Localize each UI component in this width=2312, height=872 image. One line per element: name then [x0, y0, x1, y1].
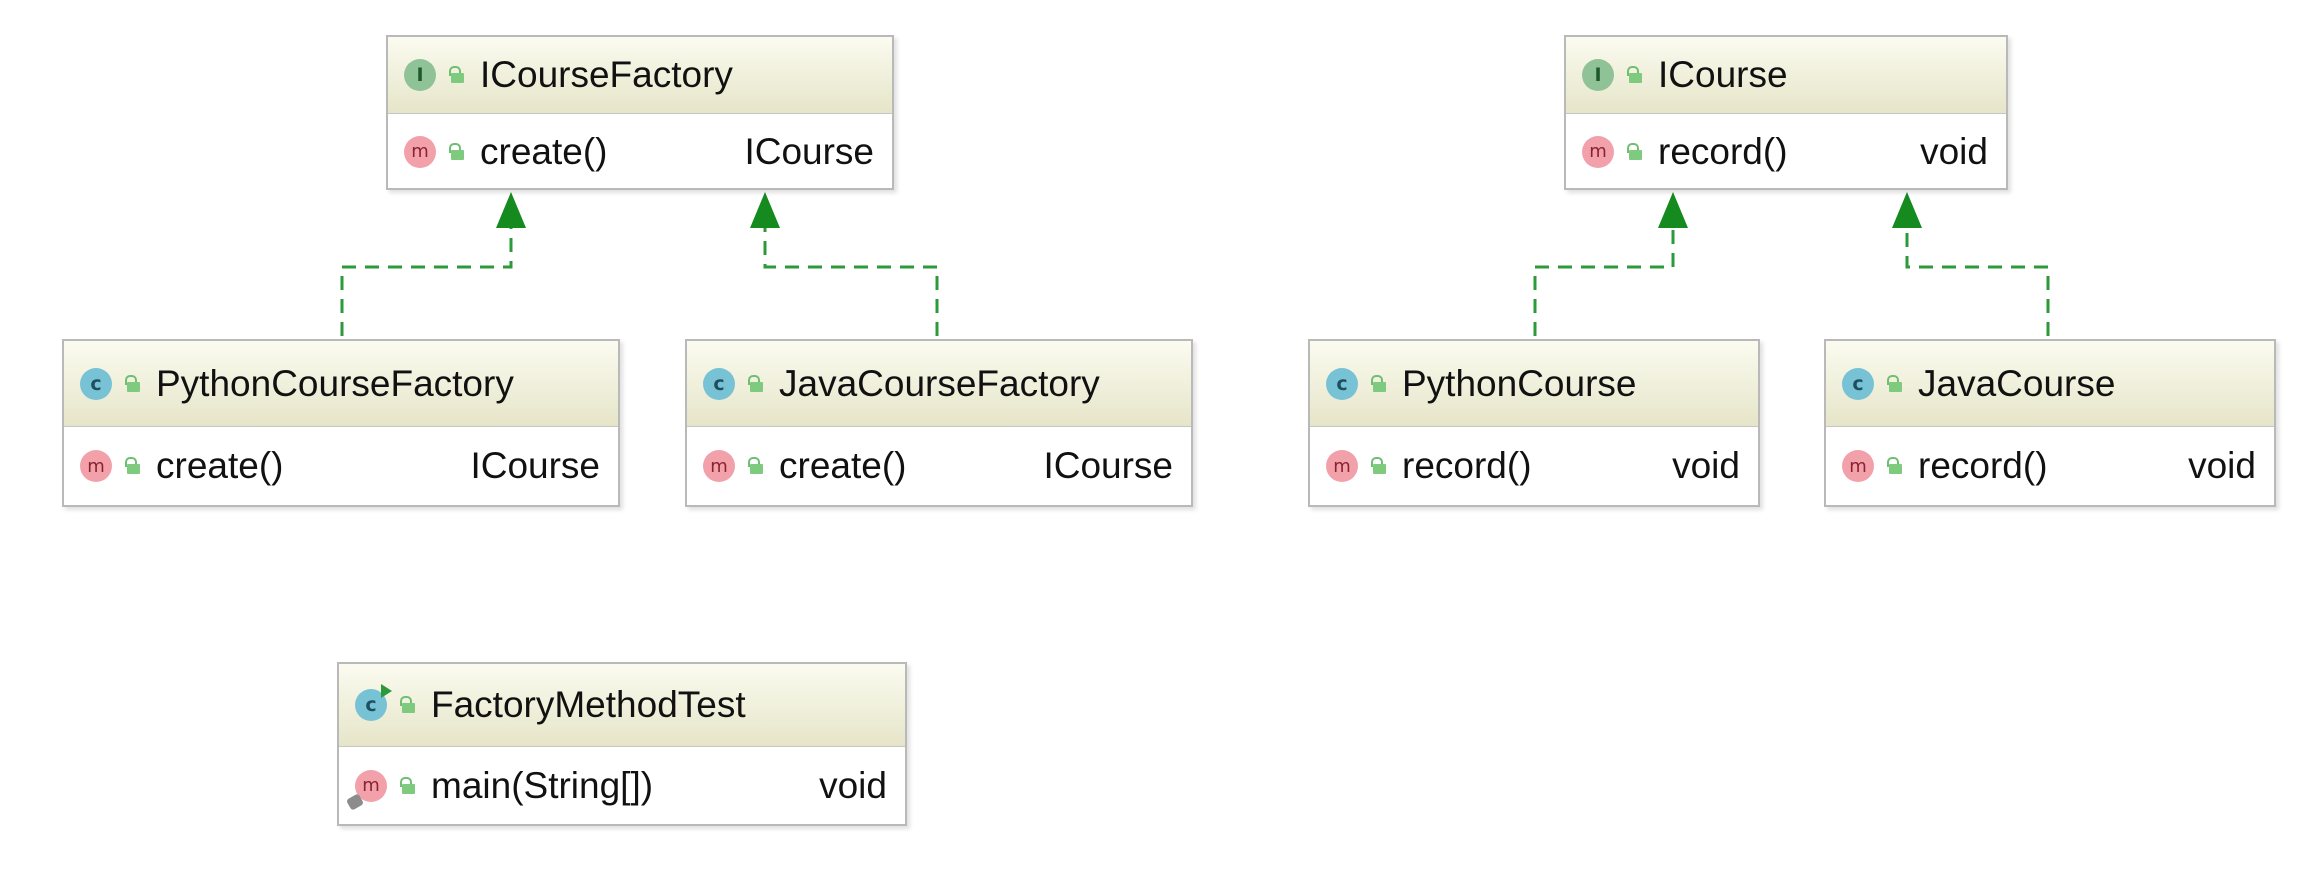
- class-box-java-course-factory[interactable]: c JavaCourseFactory m create() ICourse: [685, 339, 1193, 507]
- arrowhead-icourse-factory-right: [750, 192, 780, 228]
- class-name: ICourse: [1658, 54, 1788, 95]
- method-name: create(): [156, 445, 284, 486]
- public-visibility-icon: [747, 374, 763, 394]
- public-visibility-icon: [124, 374, 140, 394]
- return-type: ICourse: [744, 130, 874, 172]
- class-header: c PythonCourse: [1310, 341, 1758, 427]
- return-type: ICourse: [1043, 445, 1173, 486]
- class-header: c JavaCourseFactory: [687, 341, 1191, 427]
- method-icon: m: [404, 135, 436, 168]
- return-type: void: [1920, 130, 1988, 172]
- class-header: I ICourse: [1566, 37, 2006, 114]
- public-visibility-icon: [1626, 65, 1642, 85]
- method-name: create(): [779, 445, 907, 486]
- method-row[interactable]: m record() void: [1566, 114, 2006, 189]
- class-icon: c: [80, 367, 112, 400]
- public-visibility-icon: [124, 456, 140, 476]
- class-name: JavaCourse: [1918, 362, 2116, 404]
- static-method-icon: m: [345, 769, 387, 811]
- class-name: JavaCourseFactory: [779, 362, 1100, 404]
- class-header: c JavaCourse: [1826, 341, 2274, 427]
- class-header: I ICourseFactory: [388, 37, 892, 114]
- class-box-python-course[interactable]: c PythonCourse m record() void: [1308, 339, 1760, 507]
- return-type: void: [819, 764, 887, 806]
- method-row[interactable]: m create() ICourse: [687, 427, 1191, 505]
- return-type: void: [1672, 445, 1740, 486]
- public-visibility-icon: [1886, 374, 1902, 394]
- class-name: PythonCourseFactory: [156, 362, 514, 404]
- method-icon: m: [1842, 450, 1874, 482]
- relation-java-course-factory-implements-icourse-factory: [763, 226, 939, 336]
- class-name: FactoryMethodTest: [431, 684, 746, 725]
- relation-python-course-implements-icourse: [1533, 226, 1675, 336]
- public-visibility-icon: [1370, 374, 1386, 394]
- method-icon-letter: m: [362, 775, 380, 796]
- method-icon: m: [1326, 450, 1358, 482]
- relation-java-course-implements-icourse: [1905, 226, 2050, 336]
- method-icon: m: [1582, 135, 1614, 168]
- public-visibility-icon: [1370, 456, 1386, 476]
- class-box-factory-method-test[interactable]: c FactoryMethodTest m main(String[]) voi…: [337, 662, 907, 826]
- method-name: create(): [480, 130, 608, 172]
- arrowhead-icourse-left: [1658, 192, 1688, 228]
- method-name: main(String[]): [431, 764, 654, 806]
- interface-icon: I: [1582, 59, 1614, 91]
- return-type: void: [2188, 445, 2256, 486]
- method-name: record(): [1402, 445, 1532, 486]
- class-box-python-course-factory[interactable]: c PythonCourseFactory m create() ICourse: [62, 339, 620, 507]
- class-icon: c: [1842, 367, 1874, 400]
- method-row[interactable]: m create() ICourse: [64, 427, 618, 505]
- method-name: record(): [1658, 130, 1788, 172]
- arrowhead-icourse-right: [1892, 192, 1922, 228]
- method-row[interactable]: m create() ICourse: [388, 114, 892, 189]
- public-visibility-icon: [448, 65, 464, 85]
- interface-icon: I: [404, 59, 436, 91]
- public-visibility-icon: [399, 695, 415, 715]
- public-visibility-icon: [747, 456, 763, 476]
- class-box-java-course[interactable]: c JavaCourse m record() void: [1824, 339, 2276, 507]
- class-header: c FactoryMethodTest: [339, 664, 905, 747]
- runnable-class-icon: c: [355, 684, 392, 721]
- class-icon-letter: c: [365, 694, 377, 716]
- method-row[interactable]: m record() void: [1826, 427, 2274, 505]
- class-icon: c: [703, 367, 735, 400]
- class-name: PythonCourse: [1402, 362, 1637, 404]
- arrowhead-icourse-factory-left: [496, 192, 526, 228]
- method-row[interactable]: m main(String[]) void: [339, 747, 905, 824]
- public-visibility-icon: [399, 776, 415, 796]
- relation-python-course-factory-implements-icourse-factory: [340, 226, 513, 336]
- public-visibility-icon: [1886, 456, 1902, 476]
- class-name: ICourseFactory: [480, 54, 733, 95]
- method-row[interactable]: m record() void: [1310, 427, 1758, 505]
- public-visibility-icon: [448, 142, 464, 162]
- return-type: ICourse: [470, 445, 600, 486]
- class-icon: c: [1326, 367, 1358, 400]
- method-icon: m: [80, 450, 112, 482]
- class-box-icourse[interactable]: I ICourse m record() void: [1564, 35, 2008, 190]
- method-icon: m: [703, 450, 735, 482]
- run-arrow-icon: [381, 684, 392, 698]
- public-visibility-icon: [1626, 142, 1642, 162]
- method-name: record(): [1918, 445, 2048, 486]
- class-header: c PythonCourseFactory: [64, 341, 618, 427]
- class-box-icourse-factory[interactable]: I ICourseFactory m create() ICourse: [386, 35, 894, 190]
